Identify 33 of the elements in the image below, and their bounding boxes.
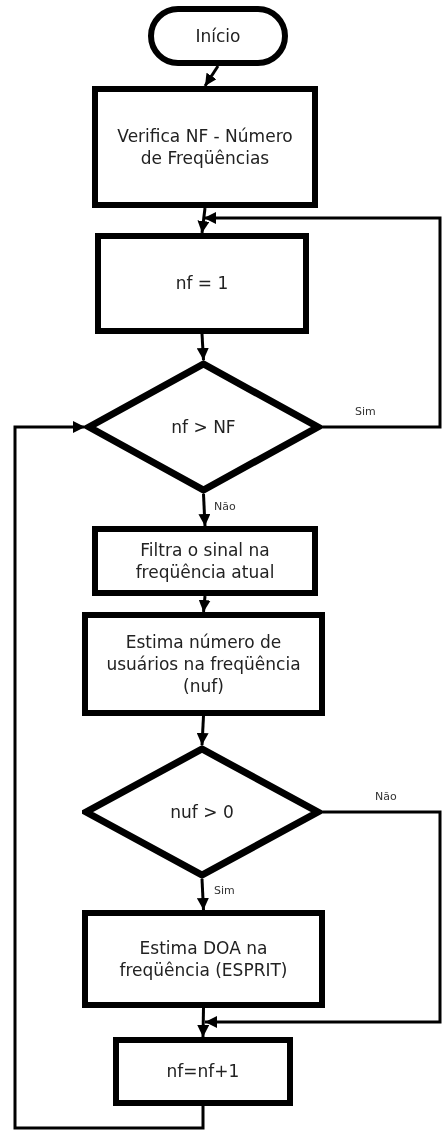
node-text: nf = 1 <box>175 272 229 295</box>
terminal-shape <box>148 6 288 66</box>
arrow <box>205 810 442 1028</box>
arrow <box>196 715 209 746</box>
node-text: Início <box>195 24 241 48</box>
node-text: Estima DOA na freqüência (ESPRIT) <box>118 936 289 982</box>
node-text: nf=nf+1 <box>166 1060 240 1083</box>
process-box <box>92 526 318 596</box>
decision-diamond <box>82 745 322 879</box>
process-box <box>95 233 309 334</box>
process-box <box>92 86 318 208</box>
arrow <box>197 207 210 234</box>
edge-label: Não <box>214 500 236 513</box>
process-box <box>82 910 325 1008</box>
arrow <box>13 421 205 1130</box>
arrow <box>204 212 442 429</box>
arrow <box>196 333 209 361</box>
edge-label: Sim <box>214 884 235 897</box>
node-text: nuf > 0 <box>170 800 234 824</box>
process-box <box>82 612 325 716</box>
arrow <box>198 493 211 527</box>
node-text: Estima número de usuários na freqüência (nuf) <box>105 630 302 698</box>
node-text: Filtra o sinal na freqüência atual <box>134 538 276 584</box>
decision-diamond <box>85 360 322 494</box>
arrow <box>203 65 220 87</box>
process-box <box>113 1037 293 1106</box>
node-text: Verifica NF - Número de Freqüências <box>116 124 294 170</box>
arrow <box>198 595 211 613</box>
edge-label: Não <box>375 790 397 803</box>
arrow <box>197 1007 210 1038</box>
arrow <box>196 878 209 911</box>
edge-label: Sim <box>355 405 376 418</box>
node-text: nf > NF <box>171 415 236 439</box>
